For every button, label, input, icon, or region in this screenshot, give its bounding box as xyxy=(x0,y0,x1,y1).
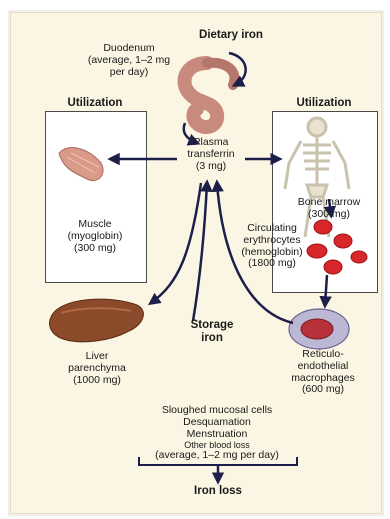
utilization-left-label: Utilization xyxy=(47,97,143,110)
bone-marrow-label: Bone marrow(300 mg) xyxy=(283,197,375,221)
iron-loss-sources: Sloughed mucosal cells Desquamation Mens… xyxy=(117,405,317,462)
stomach-illustration xyxy=(185,63,235,127)
macrophage-illustration xyxy=(289,309,349,349)
plasma-to-liver-arrow xyxy=(151,183,201,303)
dietary-iron-label: Dietary iron xyxy=(181,29,281,42)
rbc-illustration xyxy=(307,220,367,274)
liver-illustration xyxy=(50,299,144,342)
liver-to-plasma-arrow xyxy=(193,183,207,321)
rbc-to-macrophage-arrow xyxy=(325,275,327,305)
iron-loss-label: Iron loss xyxy=(168,485,268,498)
muscle-illustration xyxy=(59,148,103,181)
utilization-right-label: Utilization xyxy=(274,97,374,110)
muscle-label: Muscle(myoglobin)(300 mg) xyxy=(51,219,139,254)
